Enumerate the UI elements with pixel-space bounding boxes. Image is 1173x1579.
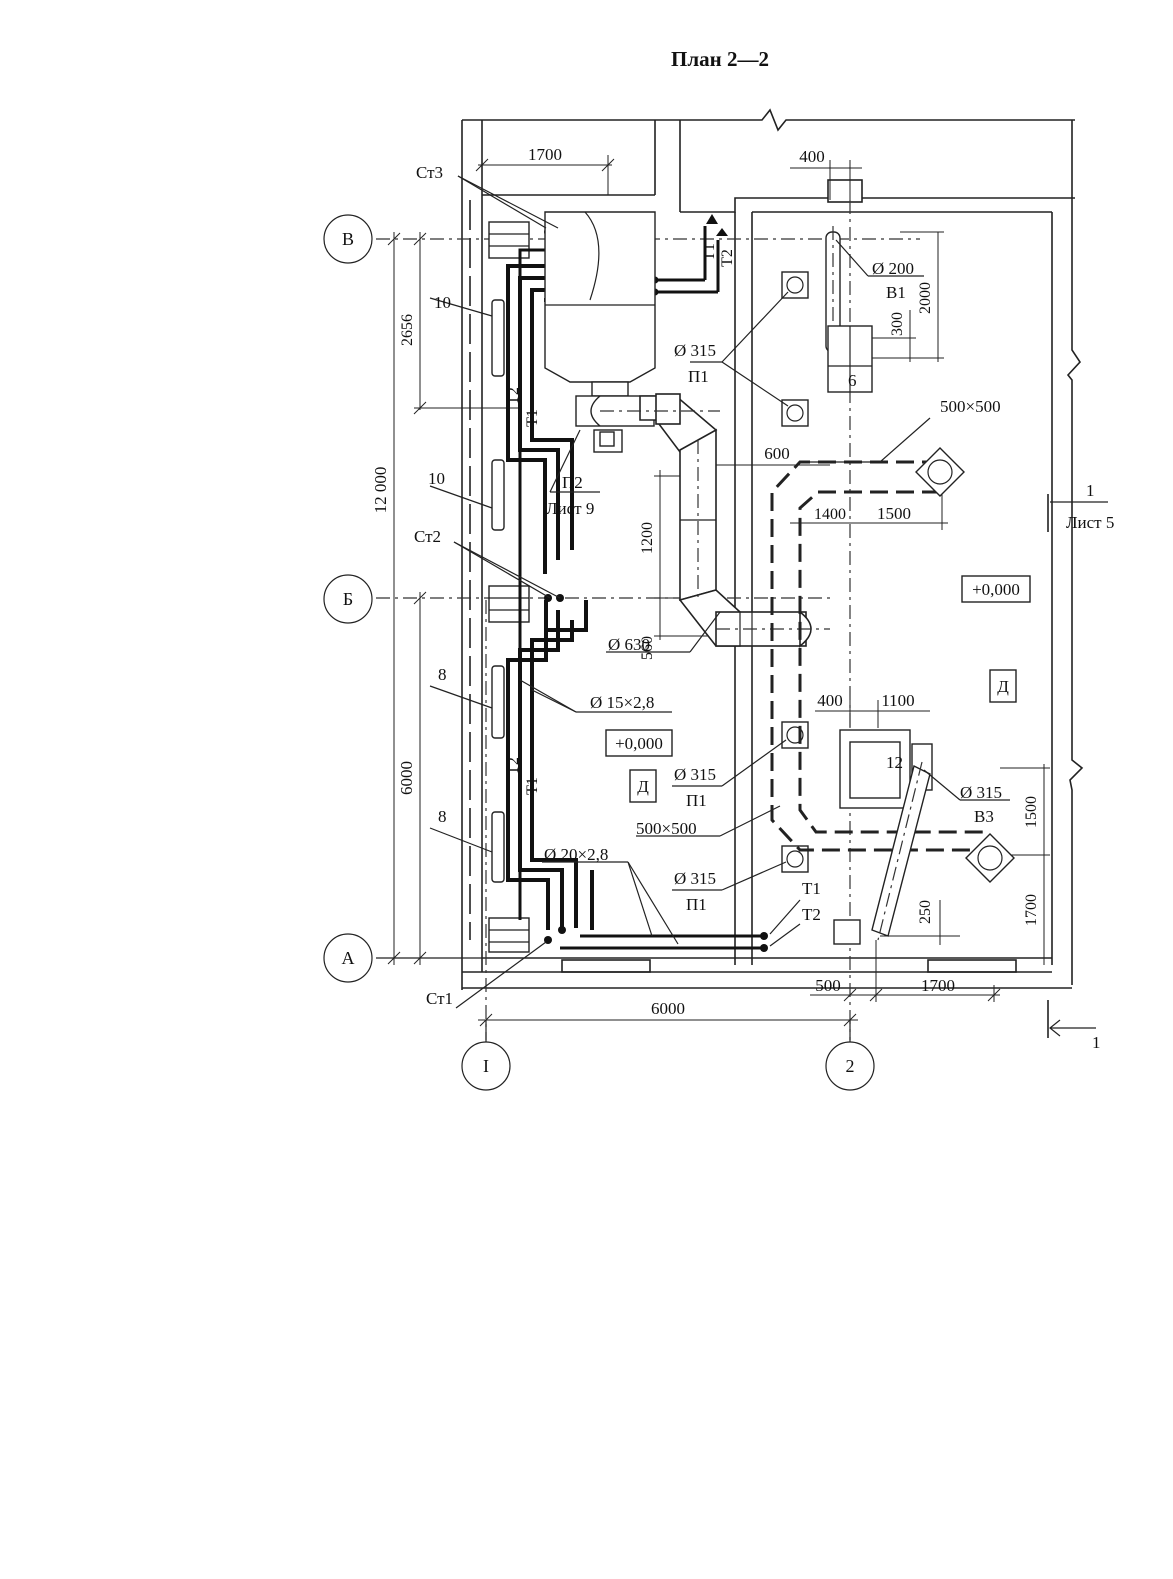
dim-300: 300 (889, 312, 906, 336)
label-t2-bottom: Т2 (802, 905, 821, 924)
axis-v-label: В (342, 229, 354, 249)
label-d20x28: Ø 20×2,8 (544, 845, 608, 864)
building-walls (461, 108, 1084, 990)
leader-lines (429, 175, 1010, 1009)
label-500x500-bottom: 500×500 (636, 819, 697, 838)
dim-1400: 1400 (814, 506, 846, 523)
dim-400-top: 400 (799, 147, 825, 166)
dimension-lines (387, 155, 1050, 1027)
label-v3: В3 (974, 807, 994, 826)
label-d200: Ø 200 (872, 259, 914, 278)
dim-12000: 12 000 (371, 467, 390, 514)
label-d315-v3: Ø 315 (960, 783, 1002, 802)
dim-560: 560 (639, 636, 656, 660)
label-radiator-8a: 8 (438, 665, 447, 684)
label-d315-p1-top: Ø 315 (674, 341, 716, 360)
label-st2: Ст2 (414, 527, 441, 546)
axis-b-label: Б (343, 589, 353, 609)
axis-b-bubble: Б (323, 574, 373, 624)
axis-1-bubble: I (461, 1020, 511, 1091)
level-left-text: +0,000 (615, 734, 663, 753)
axis-v-bubble: В (323, 214, 373, 264)
dim-1200: 1200 (639, 522, 656, 554)
axis-a-bubble: А (323, 933, 373, 983)
dim-1500-a: 1500 (877, 504, 911, 523)
room-d-left: Д (629, 769, 657, 803)
label-p1-mid: П1 (686, 791, 707, 810)
axis-2-bubble: 2 (825, 1020, 875, 1091)
label-d630: Ø 630 (608, 635, 650, 654)
section-1-bottom-label: 1 (1092, 1033, 1101, 1052)
dim-500: 500 (815, 976, 841, 995)
label-t2-riser: Т2 (719, 249, 736, 267)
section-1-top-label: 1 (1086, 481, 1095, 500)
label-t1-bottom: Т1 (802, 879, 821, 898)
dim-1700-right: 1700 (1023, 894, 1040, 926)
label-d315-p1-mid: Ø 315 (674, 765, 716, 784)
diffusers-p1 (781, 271, 809, 873)
axis-2-label: 2 (846, 1056, 855, 1076)
label-t1-left-lower: Т1 (524, 777, 541, 795)
label-equipment-6: 6 (848, 371, 857, 390)
label-st3: Ст3 (416, 163, 443, 182)
dim-600: 600 (764, 444, 790, 463)
dim-2656: 2656 (399, 314, 416, 346)
plan-title: План 2—2 (671, 47, 769, 71)
dim-1100: 1100 (881, 691, 914, 710)
room-d-right: Д (989, 669, 1017, 703)
level-mark-left: +0,000 (605, 729, 673, 757)
label-radiator-10a: 10 (434, 293, 451, 312)
level-right-text: +0,000 (972, 580, 1020, 599)
room-d-right-text: Д (997, 677, 1009, 696)
section-mark-bottom: 1 (1047, 1000, 1101, 1052)
dim-6000-left: 6000 (397, 761, 416, 795)
label-list9: Лист 9 (546, 499, 594, 518)
dim-1500-b: 1500 (1023, 796, 1040, 828)
air-handling-unit (544, 211, 656, 453)
label-p2: П2 (562, 473, 583, 492)
label-equipment-12: 12 (886, 753, 903, 772)
label-t2-left-lower: Т2 (505, 757, 522, 775)
dim-250: 250 (917, 900, 934, 924)
section-mark-top: 1 Лист 5 (1047, 481, 1114, 532)
label-t1-left-upper: Т1 (524, 409, 541, 427)
label-500x500-top: 500×500 (940, 397, 1001, 416)
axis-a-label: А (342, 948, 355, 968)
main-supply-duct (600, 393, 830, 648)
dim-6000-bottom: 6000 (651, 999, 685, 1018)
label-t1-riser: Т1 (701, 243, 718, 261)
label-st1: Ст1 (426, 989, 453, 1008)
dim-1700-bottom: 1700 (921, 976, 955, 995)
label-radiator-10b: 10 (428, 469, 445, 488)
dim-1700-top: 1700 (528, 145, 562, 164)
label-p1-bottom: П1 (686, 895, 707, 914)
label-d15x28: Ø 15×2,8 (590, 693, 654, 712)
dim-400-mid: 400 (817, 691, 843, 710)
axis-1-label: I (483, 1056, 489, 1076)
label-radiator-8b: 8 (438, 807, 447, 826)
label-d315-p1-bottom: Ø 315 (674, 869, 716, 888)
radiators (488, 221, 530, 953)
exhaust-v1 (825, 226, 873, 393)
level-mark-right: +0,000 (961, 575, 1031, 603)
label-t2-left-upper: Т2 (505, 387, 522, 405)
label-p1-top: П1 (688, 367, 709, 386)
list5-label: Лист 5 (1066, 513, 1114, 532)
label-v1: В1 (886, 283, 906, 302)
room-d-left-text: Д (637, 777, 649, 796)
dim-2000: 2000 (917, 282, 934, 314)
